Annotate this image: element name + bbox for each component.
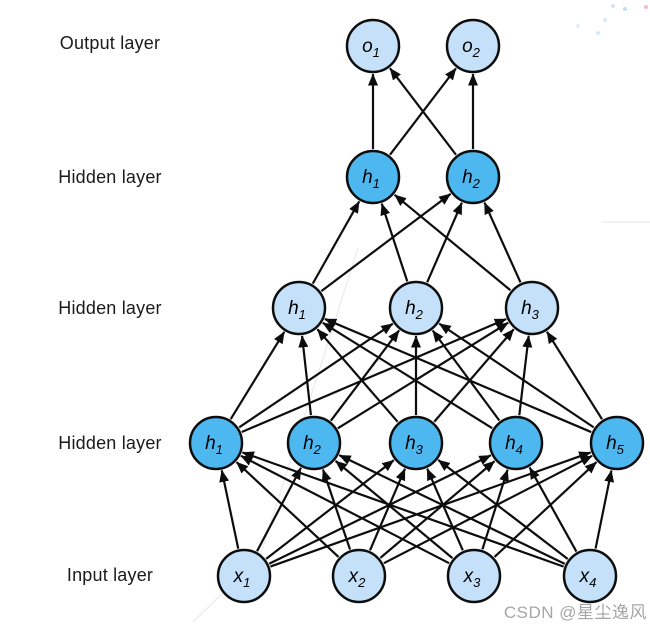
edge-input-x1-to-hidden-3-h4 [268, 454, 492, 565]
node-text-input-x4: x4 [579, 566, 597, 590]
node-input-x2 [331, 548, 387, 604]
edge-hidden-3-h1-to-hidden-2-h1 [229, 331, 286, 420]
node-input-x3 [446, 548, 502, 604]
node-hidden-3-h3 [388, 415, 444, 471]
edge-input-x3-to-hidden-3-h4 [481, 469, 509, 550]
node-text-output-o2: o2 [462, 36, 481, 60]
layer-label-hidden-1: Hidden layer [58, 167, 162, 187]
edge-input-x2-to-hidden-3-h3 [369, 468, 406, 551]
edge-input-x1-to-hidden-3-h3 [265, 459, 395, 560]
edge-input-x2-to-hidden-3-h5 [383, 454, 593, 565]
edge-hidden-3-h2-to-hidden-2-h2 [330, 329, 400, 422]
edge-hidden-3-h3-to-hidden-2-h1 [316, 328, 399, 423]
edge-hidden-3-h4-to-hidden-2-h2 [431, 329, 501, 422]
edge-hidden-3-h3-to-hidden-2-h3 [433, 328, 515, 423]
node-input-x1 [216, 548, 272, 604]
layer-hidden-2: h1 h2 h3 [271, 280, 560, 336]
edge-hidden-2-h3-to-hidden-1-h2 [483, 202, 522, 283]
layer-hidden-3: h1 h2 h3 h4 h5 [188, 415, 645, 471]
edge-input-x1-to-hidden-3-h2 [256, 467, 302, 552]
node-text-input-x2: x2 [348, 566, 367, 590]
edge-hidden-3-h5-to-hidden-2-h3 [545, 331, 604, 420]
edge-input-x2-to-hidden-3-h1 [235, 461, 340, 558]
edge-input-x1-to-hidden-3-h1 [219, 469, 240, 549]
edge-input-x3-to-hidden-3-h2 [334, 460, 454, 559]
edge-hidden-1-h2-to-output-o1 [389, 67, 457, 156]
artifact-dot [623, 7, 627, 11]
edge-input-x4-to-hidden-3-h3 [437, 459, 569, 560]
node-hidden-3-h5 [589, 415, 645, 471]
node-text-hidden-3-h3: h3 [405, 433, 424, 457]
edge-hidden-2-h3-to-hidden-1-h1 [393, 193, 512, 292]
edge-input-x2-to-hidden-3-h4 [379, 460, 496, 559]
node-hidden-2-h2 [388, 280, 444, 336]
edge-input-x4-to-hidden-3-h5 [594, 469, 615, 549]
artifact-dot [603, 18, 607, 22]
layer-label-hidden-2: Hidden layer [58, 298, 162, 318]
node-text-hidden-1-h2: h2 [462, 167, 481, 191]
node-hidden-3-h2 [286, 415, 342, 471]
node-output-o1 [345, 18, 401, 74]
node-text-hidden-1-h1: h1 [362, 167, 380, 191]
node-text-input-x3: x3 [463, 566, 482, 590]
artifact-dot [596, 31, 600, 35]
node-input-x4 [562, 548, 618, 604]
edge-hidden-3-h4-to-hidden-2-h1 [322, 321, 493, 430]
layer-input: x1 x2 x3 x4 [216, 548, 618, 604]
edge-hidden-2-h1-to-hidden-1-h1 [311, 200, 361, 285]
edge-hidden-3-h2-to-hidden-2-h1 [298, 335, 313, 416]
node-text-output-o1: o1 [362, 36, 380, 60]
node-text-hidden-3-h2: h2 [303, 433, 322, 457]
edge-hidden-2-h1-to-hidden-1-h2 [320, 192, 452, 293]
node-text-input-x1: x1 [233, 566, 251, 590]
layer-output: o1 o2 [345, 18, 501, 74]
node-text-hidden-3-h1: h1 [205, 433, 223, 457]
artifact-dot [576, 24, 580, 28]
edge-hidden-3-h5-to-hidden-2-h1 [324, 317, 592, 434]
node-hidden-1-h1 [345, 149, 401, 205]
layer-label-input: Input layer [66, 565, 154, 585]
node-text-hidden-2-h1: h1 [288, 298, 306, 322]
node-output-o2 [445, 18, 501, 74]
edge-hidden-3-h2-to-hidden-2-h3 [337, 321, 509, 430]
node-text-hidden-2-h3: h3 [521, 298, 540, 322]
edge-input-x4-to-hidden-3-h4 [528, 466, 578, 553]
node-text-hidden-3-h4: h4 [505, 433, 523, 457]
node-hidden-2-h3 [504, 280, 560, 336]
edge-input-x4-to-hidden-3-h1 [241, 451, 564, 568]
node-text-hidden-2-h2: h2 [405, 298, 424, 322]
node-hidden-3-h4 [488, 415, 544, 471]
edge-input-x3-to-hidden-3-h5 [493, 461, 598, 558]
edge-hidden-2-h2-to-hidden-1-h2 [426, 202, 463, 283]
edge-input-x3-to-hidden-3-h3 [426, 468, 464, 551]
node-hidden-1-h2 [445, 149, 501, 205]
edge-hidden-2-h2-to-hidden-1-h1 [380, 203, 409, 282]
edge-input-x3-to-hidden-3-h1 [240, 454, 450, 565]
layer-label-output: Output layer [59, 33, 161, 53]
connection-arrows [219, 67, 615, 568]
edge-hidden-3-h1-to-hidden-2-h2 [238, 322, 394, 429]
artifact-dot [611, 4, 615, 8]
node-text-hidden-3-h5: h5 [606, 433, 625, 457]
layer-label-hidden-3: Hidden layer [58, 433, 162, 453]
node-hidden-2-h1 [271, 280, 327, 336]
edge-hidden-3-h5-to-hidden-2-h2 [438, 322, 595, 429]
watermark-text: CSDN @星尘逸风 [503, 603, 647, 622]
artifact-dot [644, 5, 648, 9]
edge-input-x4-to-hidden-3-h2 [338, 454, 566, 565]
node-hidden-3-h1 [188, 415, 244, 471]
layer-hidden-1: h1 h2 [345, 149, 501, 205]
